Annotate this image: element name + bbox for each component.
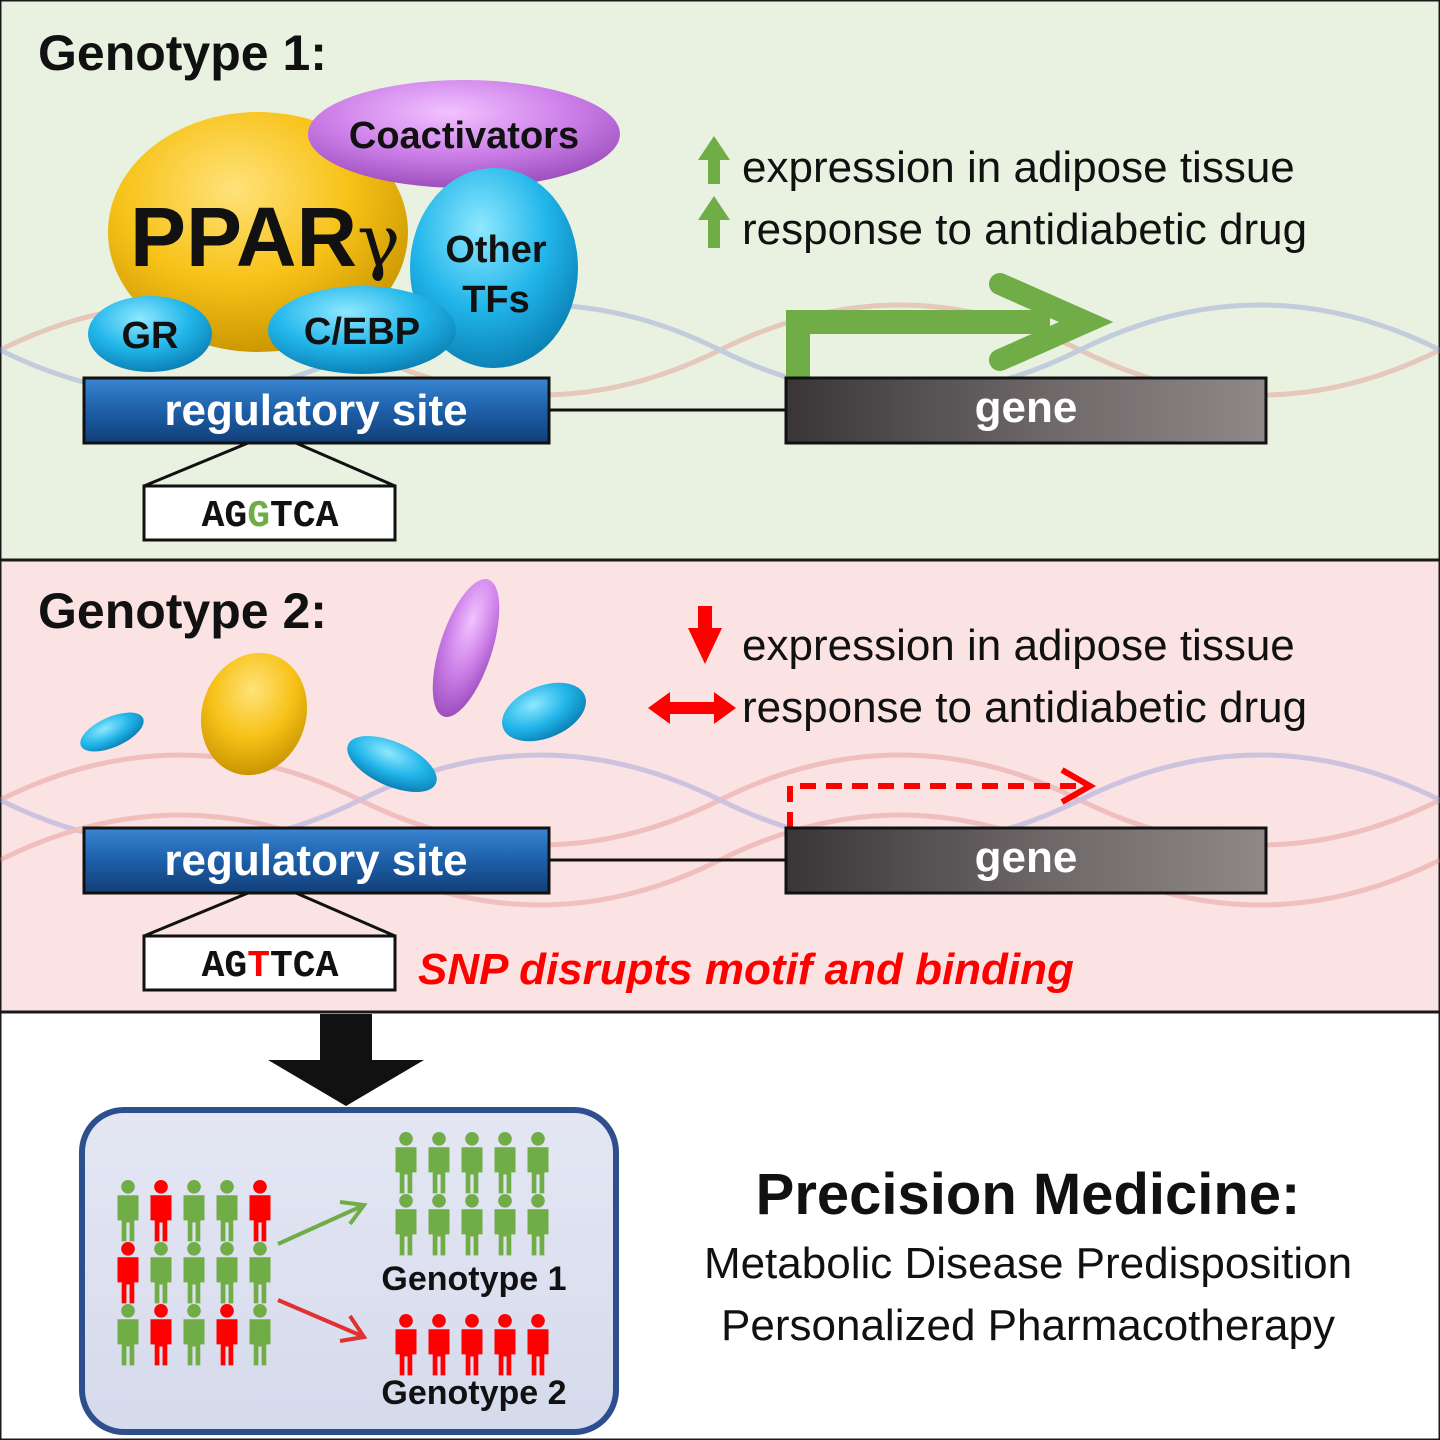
motif-box-1	[142, 484, 397, 542]
panel-2-effect-response: response to antidiabetic drug	[742, 683, 1307, 732]
cebp-protein-dissociated	[347, 735, 437, 793]
motif-callout-lines-2	[143, 891, 396, 938]
motif-sequence-2: AGTTCA	[202, 945, 339, 988]
gene-2-label: gene	[975, 833, 1078, 882]
gene-block-1	[784, 376, 1268, 445]
gene-1-label: gene	[975, 383, 1078, 432]
gr-protein-dissociated	[80, 712, 144, 752]
panel-2-title: Genotype 2:	[38, 583, 327, 639]
precision-medicine-heading: Precision Medicine:	[756, 1162, 1301, 1227]
coactivators-protein	[308, 80, 620, 188]
motif-box-2	[142, 934, 397, 992]
precision-medicine-line-2: Personalized Pharmacotherapy	[721, 1301, 1335, 1350]
precision-medicine-line-1: Metabolic Disease Predisposition	[704, 1239, 1352, 1288]
regulatory-site-2	[82, 826, 551, 895]
ppar-gamma-protein-dissociated	[200, 652, 308, 776]
regulatory-site-1	[82, 376, 551, 445]
up-arrow-icon	[698, 196, 730, 248]
panel-1-effect-expression: expression in adipose tissue	[742, 143, 1295, 192]
down-arrow-icon	[268, 1014, 424, 1106]
other-tfs-label-line2: TFs	[462, 279, 530, 321]
panel-1-title: Genotype 1:	[38, 25, 327, 81]
reduced-transcription-arrow-icon	[787, 767, 1097, 828]
regulatory-site-2-label: regulatory site	[164, 836, 467, 885]
panel-1-effect-response: response to antidiabetic drug	[742, 205, 1307, 254]
snp-note: SNP disrupts motif and binding	[418, 945, 1074, 994]
ppar-label: PPARγ	[130, 190, 400, 284]
coactivators-protein-dissociated	[432, 579, 500, 717]
group-genotype-2-label: Genotype 2	[381, 1374, 566, 1412]
down-arrow-icon	[688, 606, 722, 664]
other-tfs-label-line1: Other	[445, 229, 547, 271]
population-box	[79, 1107, 619, 1435]
motif-sequence-1: AGGTCA	[202, 495, 339, 538]
group-genotype-1-label: Genotype 1	[381, 1260, 566, 1298]
gr-protein	[88, 296, 212, 372]
cebp-label: C/EBP	[304, 311, 420, 353]
transcription-arrow-icon	[786, 273, 1114, 378]
cebp-protein	[268, 286, 456, 374]
left-right-arrow-icon	[648, 692, 736, 724]
split-arrow-green-icon	[277, 1200, 368, 1246]
motif-callout-lines-1	[143, 441, 396, 488]
gene-block-2	[784, 826, 1268, 895]
coactivators-label: Coactivators	[349, 115, 579, 157]
gr-label: GR	[122, 315, 179, 357]
other-tfs-protein-dissociated	[502, 682, 586, 742]
up-arrow-icon	[698, 136, 730, 184]
regulatory-site-1-label: regulatory site	[164, 386, 467, 435]
split-arrow-red-icon	[277, 1298, 368, 1343]
panel-2-effect-expression: expression in adipose tissue	[742, 621, 1295, 670]
